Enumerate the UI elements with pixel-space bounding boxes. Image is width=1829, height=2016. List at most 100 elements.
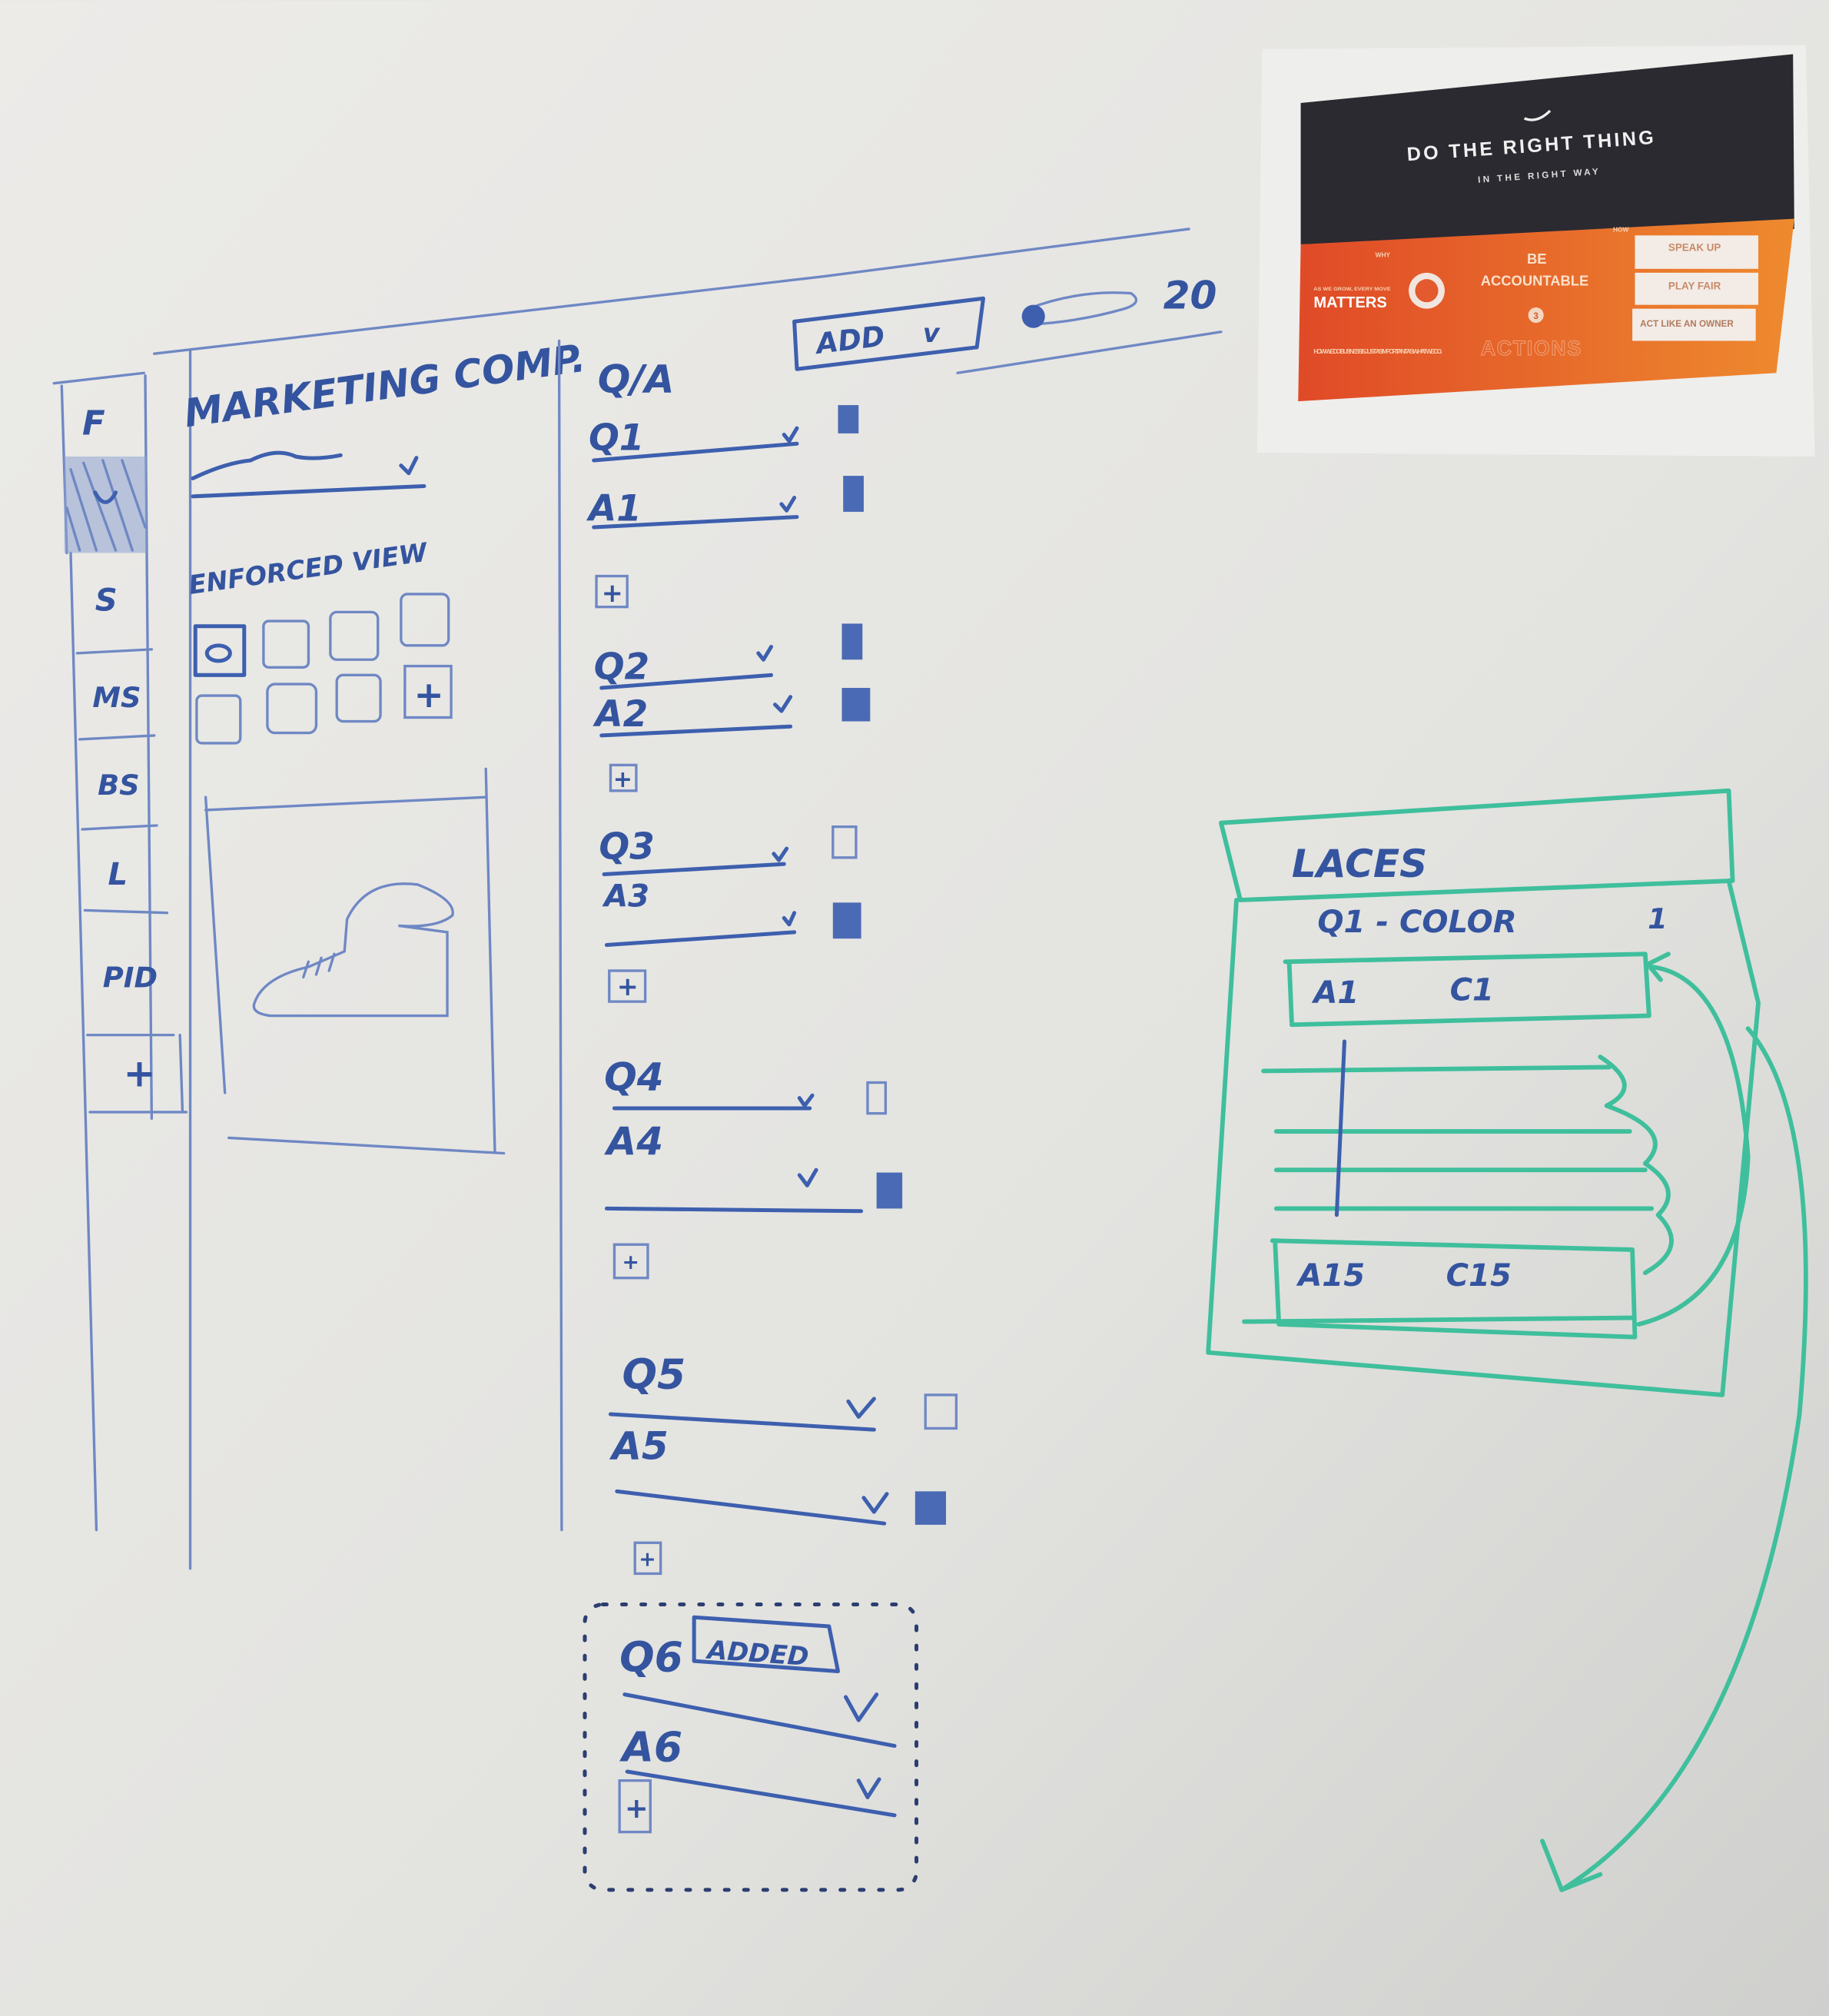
view-tile[interactable] xyxy=(262,619,310,669)
chevron-down-icon[interactable] xyxy=(779,495,797,513)
qa-title: Q/A xyxy=(598,356,675,401)
plus-icon: + xyxy=(639,1547,656,1571)
add-answer-button[interactable]: + xyxy=(608,969,647,1003)
laces-question: Q1 - COLOR xyxy=(1317,905,1516,940)
add-answer-button[interactable]: + xyxy=(618,1779,652,1834)
chevron-down-icon[interactable] xyxy=(846,1397,876,1419)
sidebar-item-bs[interactable]: BS xyxy=(98,769,140,802)
delete-icon[interactable] xyxy=(832,902,861,939)
smiley-icon xyxy=(93,490,118,504)
laces-option-first[interactable]: A1 C1 xyxy=(1283,952,1651,1028)
sidebar-add-button[interactable]: + xyxy=(124,1051,156,1096)
add-answer-button[interactable]: + xyxy=(633,1541,662,1576)
chevron-down-icon[interactable] xyxy=(856,1777,881,1799)
question-label: Q4 xyxy=(604,1054,664,1100)
answer-label: A5 xyxy=(609,1423,669,1469)
sidebar-item-s[interactable]: S xyxy=(95,583,118,619)
shoe-icon xyxy=(252,882,454,1018)
sidebar-item-f[interactable]: F xyxy=(82,405,105,443)
chevron-down-icon[interactable] xyxy=(782,911,797,927)
answer-field[interactable] xyxy=(604,1206,864,1214)
sidebar-item-ms[interactable]: MS xyxy=(92,681,141,714)
answer-field[interactable] xyxy=(604,930,797,948)
chevron-down-icon[interactable] xyxy=(797,1167,818,1187)
name-dropdown[interactable] xyxy=(191,450,427,499)
delete-icon[interactable] xyxy=(866,1081,888,1115)
plus-icon: + xyxy=(617,971,639,1001)
plus-icon: + xyxy=(622,1250,639,1274)
count-label: 20 xyxy=(1163,273,1217,318)
add-answer-button[interactable]: + xyxy=(609,763,638,793)
poster-business: HOW WE DO BUSINESS IS JUST AS IMPORTANT … xyxy=(1313,347,1442,355)
sidebar-item-label: BS xyxy=(98,769,140,802)
delete-icon[interactable] xyxy=(914,1491,946,1525)
add-answer-button[interactable]: + xyxy=(612,1243,649,1280)
qa-panel: Q/A ADD v 20 Q1 A1 + Q2 xyxy=(583,273,1217,1892)
qa-item: Q1 A1 + xyxy=(586,405,864,609)
view-tile[interactable] xyxy=(195,694,242,745)
poster-dark-band xyxy=(1300,54,1794,245)
add-view-tile[interactable]: + xyxy=(403,664,453,719)
plus-icon: + xyxy=(124,1051,156,1096)
laces-option-rows xyxy=(1261,1064,1655,1211)
delete-icon[interactable] xyxy=(843,476,864,512)
chevron-down-icon: v xyxy=(923,318,941,348)
view-tile[interactable] xyxy=(329,610,380,661)
question-field[interactable] xyxy=(608,1412,876,1432)
chevron-down-icon[interactable] xyxy=(844,1692,879,1722)
answer-field[interactable] xyxy=(599,724,793,738)
delete-icon[interactable] xyxy=(838,405,859,433)
question-label: Q3 xyxy=(599,826,654,868)
chevron-down-icon[interactable] xyxy=(782,426,799,443)
toggle-switch[interactable] xyxy=(1021,291,1138,328)
delete-icon[interactable] xyxy=(924,1393,958,1430)
add-answer-button[interactable]: + xyxy=(595,574,629,609)
plus-icon: + xyxy=(602,578,623,608)
qa-item-added: Q6 ADDED A6 + xyxy=(583,1603,919,1892)
answer-field[interactable] xyxy=(625,1769,897,1818)
qa-item: Q4 A4 + xyxy=(603,1054,903,1280)
chevron-down-icon[interactable] xyxy=(756,645,774,662)
answer-field[interactable] xyxy=(592,515,799,530)
sidebar-item-selected[interactable] xyxy=(64,456,147,553)
header-divider xyxy=(956,330,1223,374)
view-tile[interactable] xyxy=(335,673,382,723)
view-tiles: + xyxy=(193,593,453,745)
chevron-down-icon[interactable] xyxy=(773,695,793,713)
sidebar-item-label: L xyxy=(108,857,128,892)
question-field[interactable] xyxy=(599,673,774,690)
column-divider xyxy=(557,339,563,1532)
question-label: Q6 xyxy=(619,1633,683,1682)
chevron-down-icon[interactable] xyxy=(797,1093,815,1108)
plus-icon: + xyxy=(625,1792,649,1825)
laces-count: 1 xyxy=(1648,902,1668,935)
poster: DO THE RIGHT THING IN THE RIGHT WAY WHY … xyxy=(1256,45,1815,457)
laces-option-last[interactable]: A15 C15 xyxy=(1270,1238,1638,1340)
view-tile[interactable] xyxy=(400,593,450,647)
question-field[interactable] xyxy=(592,441,799,463)
question-field[interactable] xyxy=(622,1692,897,1749)
laces-panel: LACES Q1 - COLOR 1 A1 C1 A15 C15 xyxy=(1206,788,1808,1892)
delete-icon[interactable] xyxy=(841,623,863,660)
chevron-down-icon[interactable] xyxy=(772,846,789,862)
scroll-indicator[interactable] xyxy=(1334,1039,1346,1217)
chevron-down-icon[interactable] xyxy=(861,1492,889,1514)
delete-icon[interactable] xyxy=(832,825,858,859)
poster-play-fair: PLAY FAIR xyxy=(1668,281,1721,292)
plus-icon: + xyxy=(613,766,632,793)
sidebar-item-label: F xyxy=(82,405,105,443)
view-tile-selected[interactable] xyxy=(193,624,247,677)
poster-actions: ACTIONS xyxy=(1481,337,1582,360)
reorder-arrows xyxy=(1598,1054,1674,1275)
option-value: C15 xyxy=(1446,1258,1512,1294)
question-field[interactable] xyxy=(602,862,786,877)
answer-label: A3 xyxy=(602,878,649,914)
sidebar-item-pid[interactable]: PID xyxy=(103,962,158,995)
delete-icon[interactable] xyxy=(876,1172,903,1209)
view-tile[interactable] xyxy=(266,683,318,735)
flow-arrow xyxy=(1559,1026,1808,1892)
product-preview xyxy=(204,767,506,1155)
sidebar-item-l[interactable]: L xyxy=(108,857,128,892)
delete-icon[interactable] xyxy=(841,688,871,722)
answer-field[interactable] xyxy=(615,1489,887,1526)
